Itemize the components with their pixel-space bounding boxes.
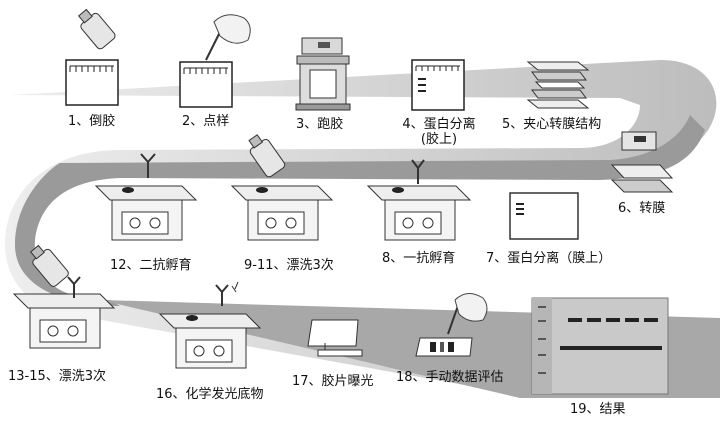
film-exposure-icon <box>307 319 363 357</box>
step-16-label: 16、化学发光底物 <box>156 387 264 402</box>
step-13-15-label: 13-15、漂洗3次 <box>8 369 107 384</box>
step-5-label: 5、夹心转膜结构 <box>502 117 602 132</box>
sample-loading-icon <box>179 14 251 108</box>
step-1-label: 1、倒胶 <box>68 114 116 129</box>
transfer-apparatus-icon <box>610 131 674 193</box>
step-7-label: 7、蛋白分离（膜上） <box>486 251 612 266</box>
shaker-chemiluminescence-icon <box>158 281 262 369</box>
shaker-wash-2-icon <box>12 244 116 349</box>
transfer-sandwich-icon <box>526 61 590 109</box>
shaker-secondary-antibody-icon <box>94 153 198 241</box>
step-9-11-label: 9-11、漂洗3次 <box>244 258 334 273</box>
shaker-primary-antibody-icon <box>366 159 472 241</box>
shaker-wash-icon <box>230 134 334 241</box>
protein-on-gel-icon <box>411 59 465 111</box>
gel-casting-icon <box>65 8 119 106</box>
step-6-label: 6、转膜 <box>618 201 666 216</box>
step-4-sublabel: (胶上) <box>420 132 458 147</box>
step-4-label: 4、蛋白分离 (胶上) <box>396 117 482 147</box>
step-2-label: 2、点样 <box>182 114 230 129</box>
protein-on-membrane-icon <box>509 192 579 240</box>
step-12-label: 12、二抗孵育 <box>110 258 192 273</box>
step-19-label: 19、结果 <box>570 402 626 417</box>
western-blot-result-image <box>531 297 669 395</box>
step-3-label: 3、跑胶 <box>296 117 344 132</box>
step-18-label: 18、手动数据评估 <box>396 370 504 385</box>
electrophoresis-apparatus-icon <box>295 37 351 111</box>
step-8-label: 8、一抗孵育 <box>382 251 456 266</box>
manual-evaluation-icon <box>415 293 488 357</box>
step-17-label: 17、胶片曝光 <box>292 374 374 389</box>
